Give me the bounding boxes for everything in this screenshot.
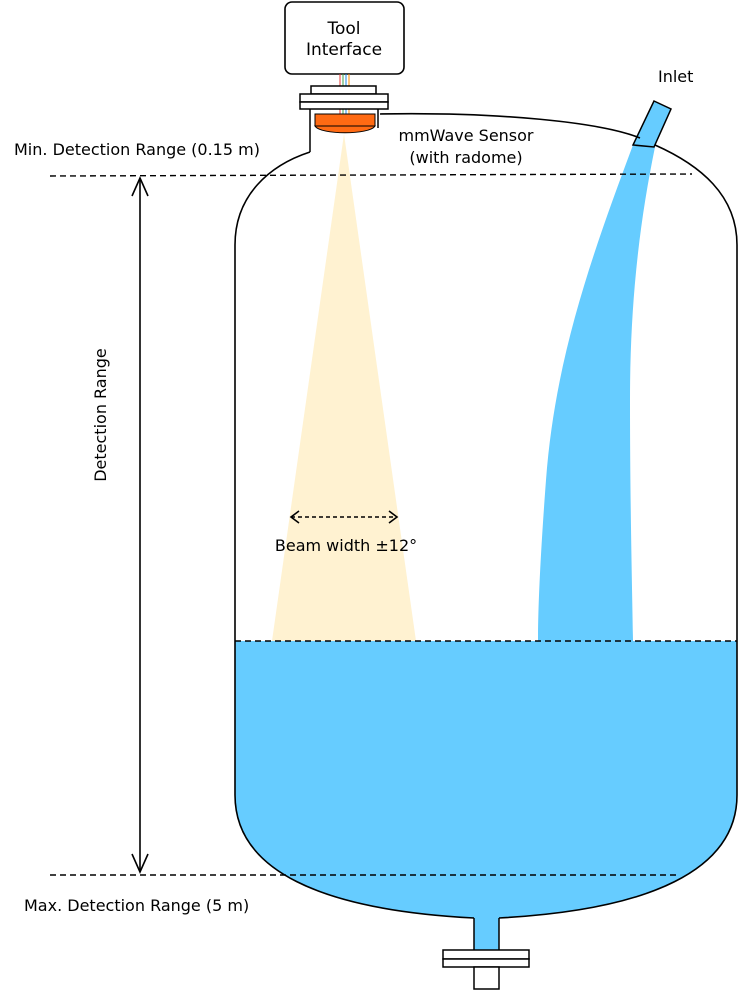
detection-range-label: Detection Range (91, 348, 110, 482)
outlet-nozzle (473, 966, 500, 990)
flange-cap (310, 85, 377, 95)
inlet-stream (538, 145, 655, 641)
liquid-body (235, 641, 737, 918)
min-range-label: Min. Detection Range (0.15 m) (14, 140, 260, 159)
outlet-pipe (474, 917, 499, 950)
beam-arrow-right (388, 510, 399, 524)
sensor-radome (314, 125, 376, 134)
sensor-label-line2: (with radome) (409, 148, 522, 167)
tool-interface-label-line2: Interface (306, 40, 382, 60)
outlet-flange-lower (442, 958, 530, 968)
beam-arrow-left (289, 510, 300, 524)
sensor-label-line1: mmWave Sensor (398, 126, 533, 145)
beam-width-label: Beam width ±12° (275, 536, 417, 555)
tool-interface-box (284, 1, 405, 75)
sensor-antenna (314, 113, 376, 127)
flange-plate-lower (299, 101, 389, 110)
arrow-head-top (131, 176, 149, 197)
sensor-housing (309, 109, 379, 152)
radar-beam (272, 134, 416, 641)
inlet-pipe (631, 100, 672, 148)
flange-plate-upper (299, 93, 389, 103)
outlet-flange-upper (442, 949, 530, 960)
min-range-line (49, 173, 693, 177)
tool-interface-label-line1: Tool (326, 19, 360, 39)
max-range-label: Max. Detection Range (5 m) (24, 896, 249, 915)
tank-outline (234, 112, 738, 919)
arrow-head-bottom (131, 853, 149, 874)
inlet-label: Inlet (658, 67, 693, 86)
